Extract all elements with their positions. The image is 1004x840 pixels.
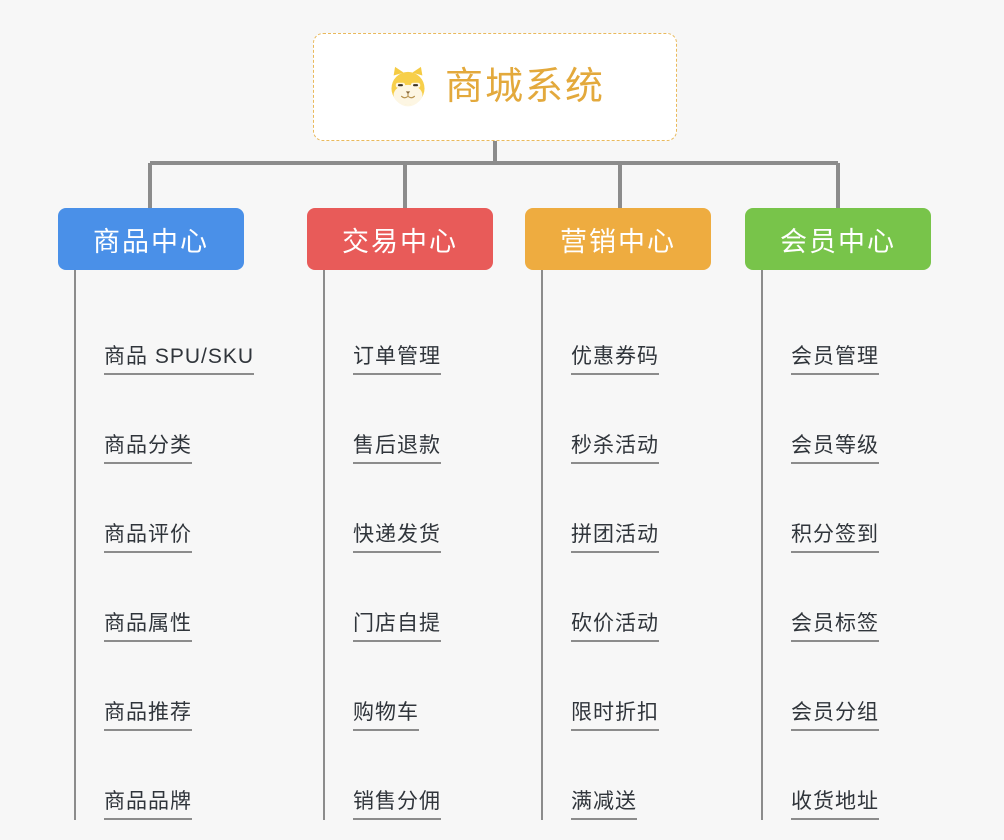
- leaf-item[interactable]: 售后退款: [307, 375, 507, 464]
- leaf-item[interactable]: 会员分组: [745, 642, 945, 731]
- branch-column-product: 商品中心 商品 SPU/SKU 商品分类 商品评价 商品属性 商品推荐 商品品牌: [58, 208, 288, 820]
- leaf-item[interactable]: 销售分佣: [307, 731, 507, 820]
- leaf-label: 商品评价: [104, 524, 192, 553]
- leaf-item[interactable]: 订单管理: [307, 286, 507, 375]
- leaf-label: 优惠券码: [571, 346, 659, 375]
- leaf-label: 快递发货: [353, 524, 441, 553]
- leaf-item[interactable]: 会员等级: [745, 375, 945, 464]
- leaf-label: 满减送: [571, 791, 637, 820]
- branch-leaf-list-trade: 订单管理 售后退款 快递发货 门店自提 购物车 销售分佣: [307, 270, 507, 820]
- leaf-label: 商品品牌: [104, 791, 192, 820]
- leaf-spine: [74, 270, 76, 820]
- leaf-item[interactable]: 商品品牌: [58, 731, 288, 820]
- leaf-label: 积分签到: [791, 524, 879, 553]
- branch-header-label: 营销中心: [560, 226, 676, 257]
- leaf-label: 售后退款: [353, 435, 441, 464]
- branch-leaf-list-marketing: 优惠券码 秒杀活动 拼团活动 砍价活动 限时折扣 满减送: [525, 270, 725, 820]
- leaf-item[interactable]: 商品 SPU/SKU: [58, 286, 288, 375]
- leaf-item[interactable]: 秒杀活动: [525, 375, 725, 464]
- leaf-item[interactable]: 拼团活动: [525, 464, 725, 553]
- leaf-spine: [323, 270, 325, 820]
- leaf-label: 商品推荐: [104, 702, 192, 731]
- branch-header-label: 会员中心: [780, 226, 896, 257]
- leaf-item[interactable]: 商品分类: [58, 375, 288, 464]
- leaf-item[interactable]: 商品评价: [58, 464, 288, 553]
- leaf-label: 商品属性: [104, 613, 192, 642]
- leaf-item[interactable]: 会员标签: [745, 553, 945, 642]
- leaf-item[interactable]: 商品推荐: [58, 642, 288, 731]
- shiba-dog-face-icon: [385, 64, 431, 110]
- leaf-item[interactable]: 门店自提: [307, 553, 507, 642]
- branch-header-member[interactable]: 会员中心: [745, 208, 931, 270]
- leaf-item[interactable]: 会员管理: [745, 286, 945, 375]
- root-node[interactable]: 商城系统: [313, 33, 677, 141]
- leaf-label: 收货地址: [791, 791, 879, 820]
- branch-header-label: 交易中心: [342, 226, 458, 257]
- leaf-label: 销售分佣: [353, 791, 441, 820]
- branch-header-product[interactable]: 商品中心: [58, 208, 244, 270]
- branch-column-member: 会员中心 会员管理 会员等级 积分签到 会员标签 会员分组 收货地址: [745, 208, 945, 820]
- leaf-item[interactable]: 商品属性: [58, 553, 288, 642]
- leaf-label: 会员等级: [791, 435, 879, 464]
- leaf-label: 会员分组: [791, 702, 879, 731]
- root-title: 商城系统: [444, 66, 605, 108]
- leaf-label: 秒杀活动: [571, 435, 659, 464]
- leaf-item[interactable]: 砍价活动: [525, 553, 725, 642]
- leaf-label: 门店自提: [353, 613, 441, 642]
- leaf-label: 订单管理: [353, 346, 441, 375]
- branch-leaf-list-product: 商品 SPU/SKU 商品分类 商品评价 商品属性 商品推荐 商品品牌: [58, 270, 288, 820]
- branch-header-marketing[interactable]: 营销中心: [525, 208, 711, 270]
- leaf-label: 会员标签: [791, 613, 879, 642]
- branch-leaf-list-member: 会员管理 会员等级 积分签到 会员标签 会员分组 收货地址: [745, 270, 945, 820]
- leaf-item[interactable]: 限时折扣: [525, 642, 725, 731]
- leaf-item[interactable]: 购物车: [307, 642, 507, 731]
- leaf-item[interactable]: 满减送: [525, 731, 725, 820]
- leaf-label: 会员管理: [791, 346, 879, 375]
- branch-header-label: 商品中心: [93, 226, 209, 257]
- leaf-label: 限时折扣: [571, 702, 659, 731]
- leaf-item[interactable]: 快递发货: [307, 464, 507, 553]
- leaf-item[interactable]: 收货地址: [745, 731, 945, 820]
- branch-column-trade: 交易中心 订单管理 售后退款 快递发货 门店自提 购物车 销售分佣: [307, 208, 507, 820]
- leaf-item[interactable]: 积分签到: [745, 464, 945, 553]
- branch-column-marketing: 营销中心 优惠券码 秒杀活动 拼团活动 砍价活动 限时折扣 满减送: [525, 208, 725, 820]
- leaf-label: 购物车: [353, 702, 419, 731]
- leaf-label: 拼团活动: [571, 524, 659, 553]
- leaf-spine: [761, 270, 763, 820]
- leaf-label: 商品 SPU/SKU: [104, 346, 255, 375]
- leaf-label: 砍价活动: [571, 613, 659, 642]
- leaf-spine: [541, 270, 543, 820]
- leaf-label: 商品分类: [104, 435, 192, 464]
- branch-header-trade[interactable]: 交易中心: [307, 208, 493, 270]
- leaf-item[interactable]: 优惠券码: [525, 286, 725, 375]
